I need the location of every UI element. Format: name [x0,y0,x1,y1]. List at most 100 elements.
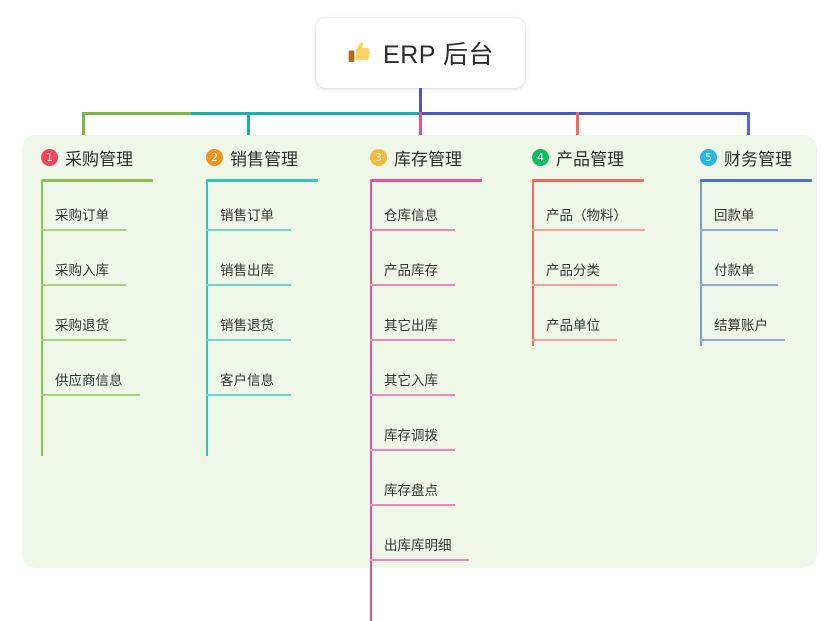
list-item-rule [41,339,126,341]
list-item[interactable]: 采购订单 [41,182,161,231]
list-item[interactable]: 回款单 [700,182,820,231]
list-item-label: 其它出库 [384,318,438,333]
column-spine-purchase [41,182,43,456]
column-spine-sales [206,182,208,456]
list-item[interactable]: 销售出库 [206,231,326,286]
list-item-label: 产品分类 [546,263,600,278]
list-item-label: 出库库明细 [384,538,452,553]
list-item-label: 仓库信息 [384,208,438,223]
list-item-rule [206,339,291,341]
list-item-label: 库存调拨 [384,428,438,443]
list-item[interactable]: 出库库明细 [370,506,490,561]
column-spine-inventory [370,182,372,621]
list-item[interactable]: 其它入库 [370,341,490,396]
list-item-label: 产品（物料） [546,208,627,223]
column-rule-purchase [41,179,153,182]
list-item-rule [41,229,126,231]
list-item-rule [370,449,455,451]
column-header-inventory[interactable]: 3 库存管理 [370,145,462,170]
list-item-label: 其它入库 [384,373,438,388]
list-item[interactable]: 库存调拨 [370,396,490,451]
column-title-product: 产品管理 [556,150,624,169]
list-item-rule [370,339,455,341]
connector-root-stem [419,88,422,113]
list-item-rule [370,394,455,396]
list-item-label: 产品单位 [546,318,600,333]
list-item[interactable]: 产品库存 [370,231,490,286]
column-header-product[interactable]: 4 产品管理 [532,145,624,170]
connector-drop-sales [247,112,250,147]
list-item-label: 销售退货 [220,318,274,333]
list-item-rule [370,284,455,286]
list-item-label: 销售出库 [220,263,274,278]
connector-drop-purchase [82,112,85,147]
column-header-purchase[interactable]: 1 采购管理 [41,145,133,170]
list-item-rule [206,394,291,396]
root-title: ERP 后台 [383,41,494,69]
badge-5: 5 [700,149,717,166]
list-item-rule [700,284,778,286]
diagram-panel: 1 采购管理 采购订单 采购入库 采购退货 供应商信息 2 销售管理 [22,135,820,621]
badge-4: 4 [532,149,549,166]
column-spine-product [532,182,534,346]
list-item[interactable]: 销售退货 [206,286,326,341]
list-item-rule [206,284,291,286]
column-header-sales[interactable]: 2 销售管理 [206,145,298,170]
list-item[interactable]: 付款单 [700,231,820,286]
list-item[interactable]: 产品（物料） [532,182,662,231]
column-title-finance: 财务管理 [724,150,792,169]
list-item-rule [532,284,617,286]
list-item[interactable]: 客户信息 [206,341,326,396]
connector-trunk-blue [419,112,750,115]
column-rule-sales [206,179,318,182]
connector-drop-product [576,112,579,147]
list-item-label: 结算账户 [714,318,768,333]
list-item[interactable]: 销售订单 [206,182,326,231]
list-item-label: 供应商信息 [55,373,123,388]
column-rule-product [532,179,644,182]
list-item-label: 采购退货 [55,318,109,333]
list-item-label: 采购订单 [55,208,109,223]
list-item-rule [41,394,140,396]
list-item-rule [370,229,455,231]
list-item-label: 回款单 [714,208,755,223]
list-item[interactable]: 库存盘点 [370,451,490,506]
list-item[interactable]: 供应商信息 [41,341,161,396]
list-item-label: 采购入库 [55,263,109,278]
connector-drop-inventory [419,112,422,147]
list-item[interactable]: 仓库信息 [370,182,490,231]
badge-2: 2 [206,149,223,166]
list-item-label: 付款单 [714,263,755,278]
column-title-sales: 销售管理 [230,150,298,169]
badge-1: 1 [41,149,58,166]
list-item-rule [206,229,291,231]
list-item[interactable]: 产品分类 [532,231,662,286]
column-header-finance[interactable]: 5 财务管理 [700,145,792,170]
connector-trunk-green [82,112,191,115]
connector-trunk-teal [191,112,419,115]
root-node[interactable]: ERP 后台 [316,18,525,88]
list-item-rule [41,284,126,286]
list-item-label: 销售订单 [220,208,274,223]
list-item-rule [532,339,617,341]
list-item-rule [700,339,785,341]
thumbs-up-icon [347,40,373,66]
column-rule-inventory [370,179,482,182]
list-item-rule [370,559,469,561]
connector-drop-finance [747,112,750,147]
list-item-label: 产品库存 [384,263,438,278]
list-item-rule [532,229,645,231]
list-item-label: 库存盘点 [384,483,438,498]
list-item[interactable]: 其它出库 [370,286,490,341]
list-item[interactable]: 结算账户 [700,286,820,341]
list-item-rule [370,504,455,506]
column-rule-finance [700,179,812,182]
list-item-rule [700,229,778,231]
column-spine-finance [700,182,702,346]
column-title-inventory: 库存管理 [394,150,462,169]
badge-3: 3 [370,149,387,166]
list-item[interactable]: 采购入库 [41,231,161,286]
list-item[interactable]: 采购退货 [41,286,161,341]
column-title-purchase: 采购管理 [65,150,133,169]
list-item[interactable]: 产品单位 [532,286,662,341]
